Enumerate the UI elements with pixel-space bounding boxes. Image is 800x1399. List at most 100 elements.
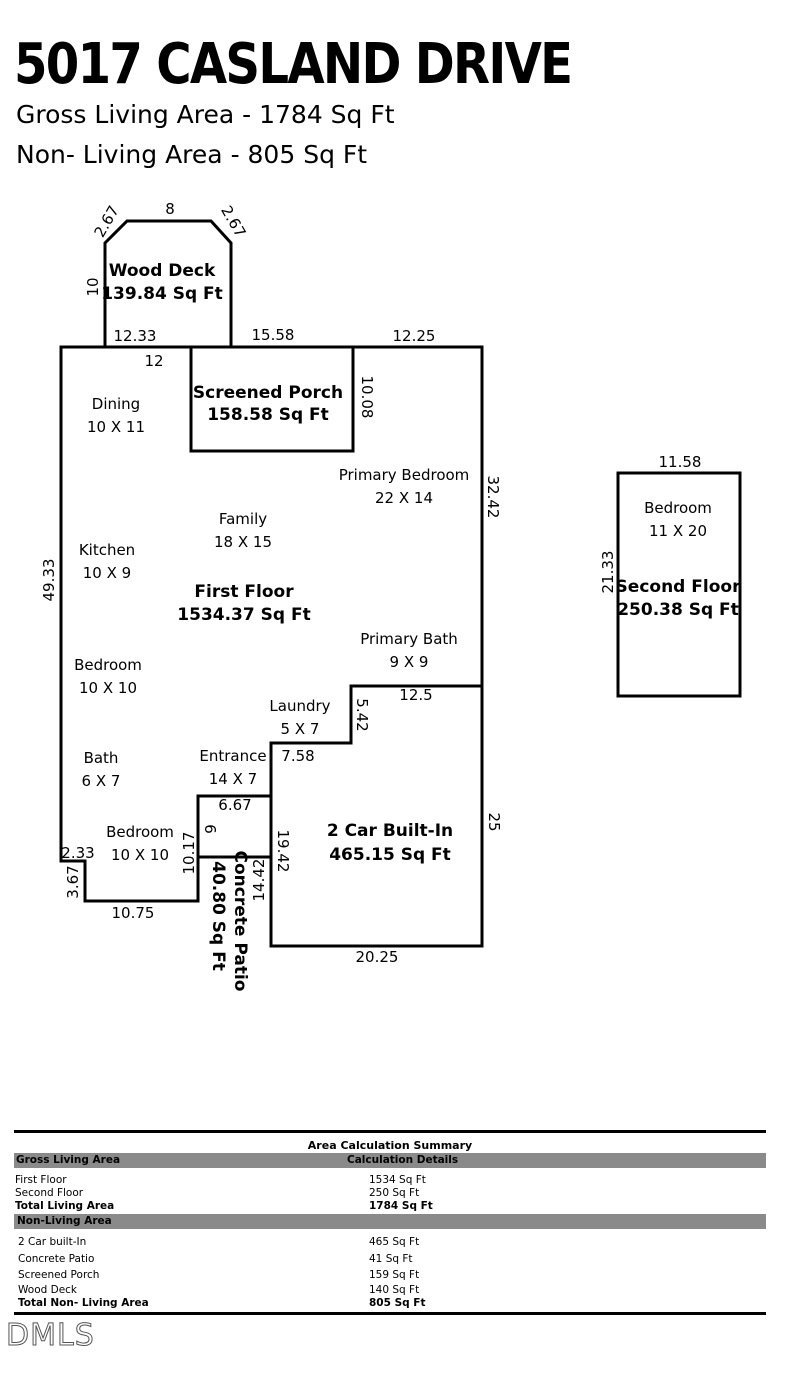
room-primary-bedroom-size: 22 X 14 bbox=[375, 489, 433, 507]
dim-deck-left-diag: 2.67 bbox=[91, 203, 123, 241]
dim-floor-step: 3.67 bbox=[64, 865, 82, 898]
first-floor-area: 1534.37 Sq Ft bbox=[177, 605, 310, 625]
floor-plan-sketch: 8 2.67 2.67 10 Wood Deck 139.84 Sq Ft 12… bbox=[40, 200, 742, 992]
room-laundry-size: 5 X 7 bbox=[281, 720, 320, 738]
garage-name: 2 Car Built-In bbox=[327, 821, 453, 841]
dim-entrance-top: 6.67 bbox=[218, 796, 251, 814]
summary-row-value: 41 Sq Ft bbox=[369, 1253, 413, 1265]
dim-second-left: 21.33 bbox=[599, 551, 617, 594]
dim-entrance-side: 6 bbox=[201, 824, 219, 834]
dim-laundry-step: 5.42 bbox=[353, 698, 371, 731]
summary-total-label: Total Living Area bbox=[15, 1200, 115, 1212]
first-floor-outline bbox=[59, 345, 484, 903]
summary-row: First Floor 1534 Sq Ft bbox=[14, 1174, 766, 1187]
living-header-row: Gross Living Area Calculation Details bbox=[14, 1153, 766, 1168]
second-floor-room-name: Bedroom bbox=[644, 499, 712, 517]
room-bedroom-name: Bedroom bbox=[74, 656, 142, 674]
screened-porch-area: 158.58 Sq Ft bbox=[207, 405, 329, 425]
wood-deck-name: Wood Deck bbox=[109, 261, 216, 281]
summary-caption: Area Calculation Summary bbox=[307, 1139, 473, 1152]
dim-garage-bottom: 20.25 bbox=[356, 948, 399, 966]
room-bedroom-2-name: Bedroom bbox=[106, 823, 174, 841]
room-family-name: Family bbox=[219, 510, 267, 528]
first-floor-name: First Floor bbox=[194, 582, 294, 602]
dim-porch-inner-left: 12 bbox=[144, 352, 163, 370]
summary-row-label: 2 Car built-In bbox=[18, 1236, 87, 1248]
room-dining-size: 10 X 11 bbox=[87, 418, 145, 436]
summary-row: Concrete Patio 41 Sq Ft bbox=[14, 1253, 766, 1269]
room-kitchen-size: 10 X 9 bbox=[83, 564, 131, 582]
non-living-header-row: Non-Living Area bbox=[14, 1214, 766, 1229]
living-header-label: Gross Living Area bbox=[16, 1154, 121, 1166]
dim-deck-base: 12.33 bbox=[114, 327, 157, 345]
garage-area: 465.15 Sq Ft bbox=[329, 845, 451, 865]
summary-row-label: First Floor bbox=[15, 1174, 67, 1186]
non-living-area-subtitle: Non- Living Area - 805 Sq Ft bbox=[16, 140, 368, 169]
summary-row: Second Floor 250 Sq Ft bbox=[14, 1187, 766, 1200]
room-bedroom-size: 10 X 10 bbox=[79, 679, 137, 697]
screened-porch-name: Screened Porch bbox=[193, 383, 343, 403]
area-summary-table: Area Calculation Summary Gross Living Ar… bbox=[14, 1130, 766, 1315]
summary-row: 2 Car built-In 465 Sq Ft bbox=[14, 1236, 766, 1253]
dim-primary-bath-bottom: 12.5 bbox=[399, 686, 432, 704]
dmls-logo: DMLS bbox=[6, 1318, 95, 1354]
dim-deck-side: 10 bbox=[84, 277, 102, 296]
summary-bottom-rule bbox=[14, 1312, 766, 1315]
gross-living-area-subtitle: Gross Living Area - 1784 Sq Ft bbox=[16, 100, 395, 129]
dim-second-top: 11.58 bbox=[659, 453, 702, 471]
dim-laundry-bottom: 7.58 bbox=[281, 747, 314, 765]
summary-row-value: 159 Sq Ft bbox=[369, 1269, 420, 1281]
summary-total-row: Total Living Area 1784 Sq Ft bbox=[14, 1200, 766, 1213]
room-primary-bath-name: Primary Bath bbox=[360, 630, 458, 648]
summary-total-value: 1784 Sq Ft bbox=[369, 1200, 433, 1212]
summary-row: Screened Porch 159 Sq Ft bbox=[14, 1269, 766, 1284]
room-laundry-name: Laundry bbox=[269, 697, 330, 715]
summary-row-label: Concrete Patio bbox=[18, 1253, 95, 1265]
non-living-header-label: Non-Living Area bbox=[17, 1215, 112, 1227]
screened-porch-outline bbox=[189, 345, 355, 453]
room-primary-bedroom-name: Primary Bedroom bbox=[339, 466, 470, 484]
room-entrance-size: 14 X 7 bbox=[209, 770, 257, 788]
summary-total-value: 805 Sq Ft bbox=[369, 1297, 426, 1309]
summary-row-label: Screened Porch bbox=[18, 1269, 100, 1281]
summary-total-label: Total Non- Living Area bbox=[18, 1297, 149, 1309]
dim-deck-top: 8 bbox=[165, 200, 175, 218]
summary-row: Wood Deck 140 Sq Ft bbox=[14, 1284, 766, 1297]
room-bath-name: Bath bbox=[84, 749, 119, 767]
summary-row-value: 250 Sq Ft bbox=[369, 1187, 420, 1199]
summary-row-label: Wood Deck bbox=[18, 1284, 78, 1296]
dim-porch-top: 15.58 bbox=[252, 326, 295, 344]
summary-row-label: Second Floor bbox=[15, 1187, 84, 1199]
dim-garage-left: 19.42 bbox=[274, 830, 292, 873]
dim-floor-top-right: 12.25 bbox=[393, 327, 436, 345]
dim-patio-side: 14.42 bbox=[250, 859, 268, 902]
room-dining-name: Dining bbox=[92, 395, 140, 413]
second-floor-area: 250.38 Sq Ft bbox=[617, 600, 739, 620]
dim-porch-right: 10.08 bbox=[358, 376, 376, 419]
summary-row-value: 465 Sq Ft bbox=[369, 1236, 420, 1248]
concrete-patio-name: Concrete Patio bbox=[230, 851, 250, 992]
room-bath-size: 6 X 7 bbox=[82, 772, 121, 790]
dim-floor-right: 32.42 bbox=[484, 476, 502, 519]
summary-row-value: 1534 Sq Ft bbox=[369, 1174, 426, 1186]
summary-total-row: Total Non- Living Area 805 Sq Ft bbox=[14, 1297, 766, 1310]
room-family-size: 18 X 15 bbox=[214, 533, 272, 551]
dim-bedroom-right: 10.17 bbox=[180, 832, 198, 875]
room-entrance-name: Entrance bbox=[199, 747, 266, 765]
wood-deck-area: 139.84 Sq Ft bbox=[101, 284, 223, 304]
room-kitchen-name: Kitchen bbox=[79, 541, 135, 559]
room-bedroom-2-size: 10 X 10 bbox=[111, 846, 169, 864]
summary-top-rule bbox=[14, 1130, 766, 1133]
page-title: 5017 CASLAND DRIVE bbox=[14, 32, 573, 97]
second-floor-name: Second Floor bbox=[616, 577, 742, 597]
summary-row-value: 140 Sq Ft bbox=[369, 1284, 420, 1296]
dim-garage-right: 25 bbox=[485, 812, 503, 831]
second-floor-outline bbox=[616, 471, 742, 698]
dim-floor-bottom-left: 2.33 bbox=[61, 844, 94, 862]
second-floor-room-size: 11 X 20 bbox=[649, 522, 707, 540]
dim-floor-bottom: 10.75 bbox=[112, 904, 155, 922]
details-header-label: Calculation Details bbox=[347, 1154, 459, 1166]
room-primary-bath-size: 9 X 9 bbox=[390, 653, 429, 671]
concrete-patio-area: 40.80 Sq Ft bbox=[208, 861, 228, 971]
wood-deck-outline bbox=[103, 219, 233, 346]
